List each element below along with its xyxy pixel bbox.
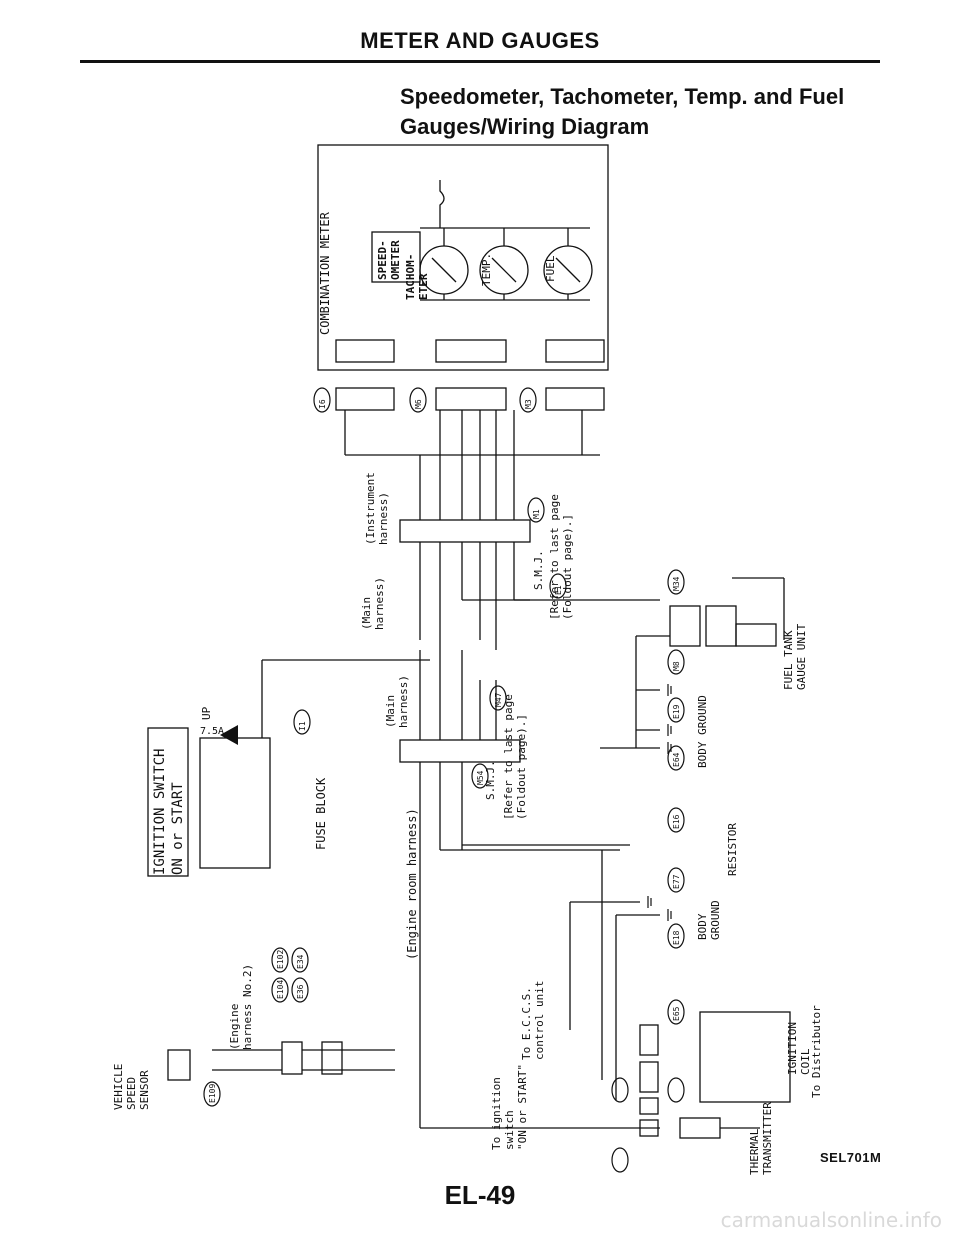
connector-label: M34: [672, 576, 681, 591]
connector-label: M3: [524, 399, 533, 409]
ignition-on-start-label: ON or START: [170, 782, 186, 875]
speedometer-label: SPEED- OMETER: [376, 240, 402, 280]
engine-room-harness-label: (Engine room harness): [405, 808, 419, 960]
connector-label: E64: [672, 752, 681, 767]
connector-label: E109: [208, 1083, 217, 1103]
page-section-header: METER AND GAUGES: [360, 28, 600, 53]
connector-label: E16: [672, 814, 681, 829]
diagram-title: Speedometer, Tachometer, Temp. and Fuel …: [400, 82, 844, 142]
watermark: carmanualsonline.info: [720, 1208, 942, 1232]
connector-label: M1: [532, 509, 541, 519]
connector-label: M47: [494, 692, 503, 707]
engine-harness-no2-label: (Engine harness No.2): [228, 963, 254, 1050]
connector-label: I6: [318, 399, 327, 409]
connector-label: E18: [672, 930, 681, 945]
fuse-block-label: FUSE BLOCK: [314, 777, 328, 850]
connector-label: E102: [276, 949, 285, 969]
connector-label: E1: [554, 585, 563, 595]
temp-label: TEMP.: [480, 252, 493, 286]
smj-label-2: S.M.J.: [484, 760, 497, 800]
figure-reference-code: SEL701M: [820, 1150, 882, 1165]
connector-label: E36: [296, 984, 305, 999]
body-ground-label-1: BODY GROUND: [696, 695, 709, 768]
connector-label: M8: [672, 661, 681, 671]
ignition-switch-label: IGNITION SWITCH: [152, 748, 168, 875]
title-line-2: Gauges/Wiring Diagram: [400, 114, 650, 139]
to-ignition-switch-label: To ignition switch "ON or START": [490, 1063, 529, 1150]
main-harness-label-2: (Main harness): [384, 675, 410, 728]
fuel-tank-gauge-unit-label: FUEL TANK GAUGE UNIT: [782, 623, 808, 690]
smj-label-1: S.M.J.: [532, 550, 545, 590]
smj-ref-label-2: [Refer to last page (Foldout page).]: [502, 694, 528, 820]
connector-label: E104: [276, 979, 285, 999]
connector-label: I1: [298, 721, 307, 731]
ignition-coil-label: IGNITION COIL: [786, 1022, 812, 1075]
up-label: UP: [200, 706, 213, 720]
connector-label: E34: [296, 954, 305, 969]
combination-meter-label: COMBINATION METER: [318, 212, 332, 335]
to-distributor-label: To Distributor: [810, 1005, 823, 1098]
title-line-1: Speedometer, Tachometer, Temp. and Fuel: [400, 84, 845, 109]
up-arrow: [220, 725, 238, 745]
vehicle-speed-sensor-label: VEHICLE SPEED SENSOR: [112, 1063, 151, 1110]
header-rule: [80, 60, 880, 63]
connector-label: E77: [672, 874, 681, 889]
thermal-transmitter-label: THERMAL TRANSMITTER: [748, 1102, 774, 1175]
connector-label: E65: [672, 1006, 681, 1021]
connector-label: E19: [672, 704, 681, 719]
main-harness-label-1: (Main harness): [360, 577, 386, 630]
combination-meter-box: [317, 144, 609, 371]
connector-label: M54: [476, 770, 485, 785]
fuse-rating: 7.5A: [200, 726, 225, 737]
tachometer-label: TACHOM- ETER: [404, 253, 430, 300]
to-eccs-label: To E.C.C.S. control unit: [520, 980, 546, 1060]
resistor-label: RESISTOR: [726, 823, 739, 876]
connector-label: M6: [414, 399, 423, 409]
smj-ref-label-1: [Refer to last page (Foldout page).]: [548, 494, 574, 620]
fuel-label: FUEL: [544, 255, 557, 283]
body-ground-label-2: BODY GROUND: [696, 900, 722, 940]
instrument-harness-label: (Instrument harness): [364, 472, 390, 545]
page-number: EL-49: [444, 1180, 516, 1210]
